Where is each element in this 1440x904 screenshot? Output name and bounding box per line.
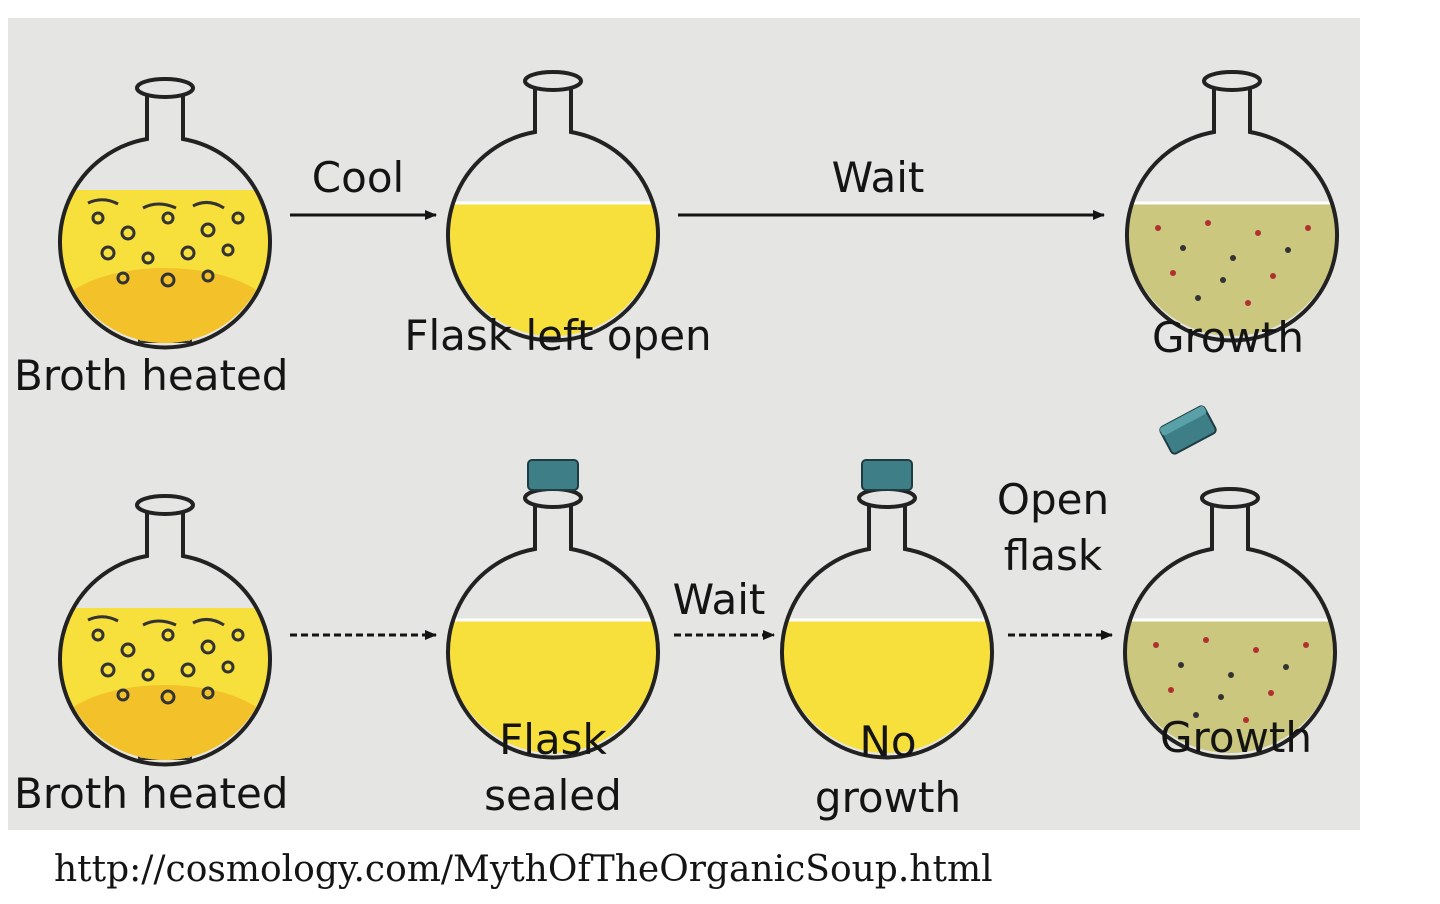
label-wait-top: Wait [831, 153, 925, 202]
flask-bottom-growth [1123, 487, 1337, 760]
label-no-growth-line2: growth [814, 773, 962, 822]
flask-rim [1200, 487, 1260, 509]
source-url-text: http://cosmology.com/MythOfTheOrganicSou… [54, 849, 993, 890]
label-bottom-growth: Growth [1159, 713, 1313, 762]
flask-outline [1125, 86, 1339, 343]
stopper-icon [527, 459, 579, 491]
bubbles-icon [87, 198, 245, 288]
flask-bottom-sealed [446, 459, 660, 760]
microbe-dots-icon [1153, 637, 1309, 723]
microbe-dots-icon [1155, 220, 1311, 306]
flask-outline [780, 503, 994, 760]
flask-outline [58, 93, 272, 350]
flask-top-open [446, 70, 660, 343]
flask-rim [857, 487, 917, 509]
flask-rim [1202, 70, 1262, 92]
label-wait-bottom: Wait [672, 575, 766, 624]
label-open-flask-line1: Open [996, 475, 1110, 524]
flask-outline [446, 503, 660, 760]
label-top-broth-heated: Broth heated [14, 351, 289, 400]
flask-outline [446, 86, 660, 343]
flask-top-heated [58, 77, 272, 350]
flask-bottom-no-growth [780, 459, 994, 760]
bubbles-icon [87, 615, 245, 705]
label-bottom-broth-heated: Broth heated [14, 769, 289, 818]
flask-outline [58, 510, 272, 767]
removed-stopper-icon [1159, 405, 1217, 455]
flask-rim [135, 77, 195, 99]
label-no-growth-line1: No [859, 717, 917, 766]
label-flask-sealed-line1: Flask [499, 715, 607, 764]
flask-rim [135, 494, 195, 516]
flask-rim [523, 487, 583, 509]
label-top-growth: Growth [1151, 313, 1305, 362]
label-open-flask-line2: flask [1003, 531, 1103, 580]
flask-top-growth [1125, 70, 1339, 343]
flask-outline [1123, 503, 1337, 760]
flask-experiment-diagram [58, 70, 1339, 767]
label-flask-left-open: Flask left open [404, 311, 712, 360]
label-flask-sealed-line2: sealed [484, 771, 622, 820]
stopper-icon [861, 459, 913, 491]
flask-rim [523, 70, 583, 92]
label-cool: Cool [311, 153, 405, 202]
flask-bottom-heated [58, 494, 272, 767]
diagram-panel: Broth heated Cool Flask left open Wait G… [8, 18, 1360, 830]
